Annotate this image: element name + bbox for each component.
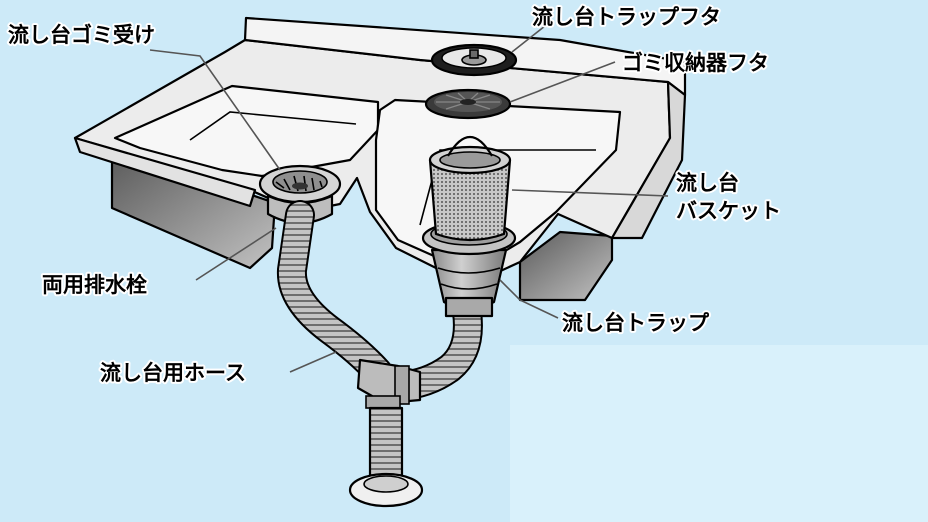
sink-hose <box>276 200 483 508</box>
trap-lid <box>430 43 518 77</box>
label-sink-basket-line2: バスケット <box>676 199 781 223</box>
leader-sink-basket <box>511 189 669 197</box>
leader-sink-strainer <box>149 49 281 171</box>
background-light-panel <box>510 345 928 522</box>
sink-basket-mesh <box>428 158 512 242</box>
counter-front-edge <box>73 136 257 208</box>
leader-sink-trap <box>499 279 559 319</box>
sink-basin-left <box>113 84 380 178</box>
label-dual-drain-plug: 両用排水栓 <box>42 273 147 297</box>
sink-basin-left-floor <box>189 111 357 141</box>
label-sink-strainer: 流し台ゴミ受け <box>8 23 155 47</box>
leader-trap-lid <box>511 25 546 53</box>
label-sink-basket-line1: 流し台 <box>676 171 739 195</box>
leader-lines <box>149 25 669 373</box>
label-trap-lid: 流し台トラップフタ <box>532 5 721 29</box>
label-sink-trap: 流し台トラップ <box>562 311 710 335</box>
sink-basin-right-floor <box>419 149 596 226</box>
hose-vertical <box>368 406 404 480</box>
trash-container-lid <box>424 88 512 120</box>
label-sink-hose: 流し台用ホース <box>100 361 246 385</box>
label-trash-container-lid: ゴミ収納器フタ <box>622 51 769 75</box>
leader-dual-drain-plug <box>195 227 277 281</box>
hose-left <box>278 202 391 385</box>
leader-trash-container-lid <box>509 61 616 103</box>
counter-right-edge <box>610 80 687 240</box>
sink-basket-handle <box>447 136 493 157</box>
sink-basket <box>428 136 512 242</box>
leader-sink-hose <box>289 351 337 373</box>
